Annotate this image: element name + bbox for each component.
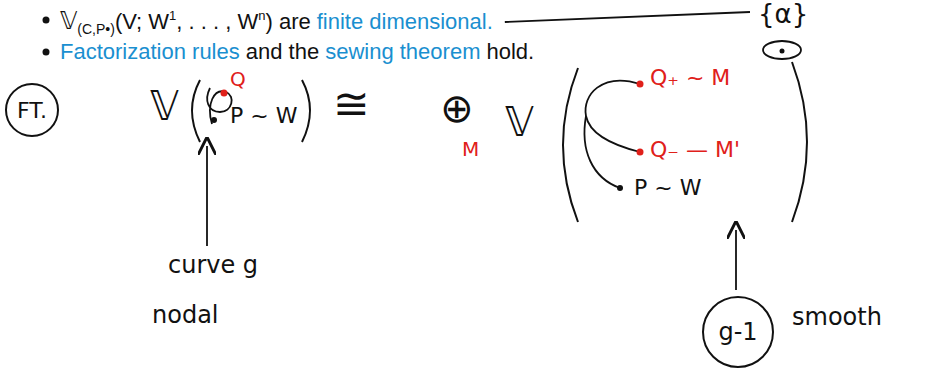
node-point (637, 81, 644, 88)
node-point (221, 90, 228, 97)
pointer-arrow (206, 146, 208, 246)
pointer-arrow (735, 230, 737, 290)
bullet-text: and the (246, 39, 319, 64)
point-label: P ~ W (634, 176, 701, 200)
sum-symbol: ⊕ (440, 86, 474, 130)
bullet-text: (C,P•) (77, 21, 115, 37)
paren (563, 68, 578, 222)
smooth-curve (585, 81, 640, 152)
paren (792, 62, 807, 222)
iso-symbol: ≅ (333, 80, 370, 128)
bullet-text: 𝕍 (60, 7, 77, 35)
annotation: smooth (792, 304, 882, 330)
bullet-text: hold. (486, 39, 534, 64)
bullet-text: finite dimensional. (317, 9, 493, 34)
marked-point (780, 49, 785, 54)
paren (302, 80, 310, 142)
annotation: curve g (168, 252, 258, 278)
nodal-curve (207, 88, 231, 124)
point-label: Q₊ ~ M (650, 66, 730, 90)
smooth-curve (584, 116, 620, 188)
point-name: Q (230, 68, 246, 90)
circled-label: FT. (5, 83, 59, 137)
space-symbol: 𝕍 (505, 100, 534, 144)
point-label: P ~ W (230, 104, 297, 128)
sum-index: M (462, 138, 479, 160)
bullet-text: 1 (169, 8, 176, 23)
bullet-dots (43, 17, 50, 56)
bullet-line: Factorization rulesand thesewing theorem… (60, 39, 534, 65)
marked-point (211, 117, 217, 123)
marked-point (617, 185, 623, 191)
node-point (637, 149, 644, 156)
paren (192, 80, 200, 142)
leader-line (505, 12, 750, 22)
node-text: g-1 (718, 318, 757, 346)
point-label: Q₋ — M' (650, 138, 740, 162)
node-text: FT. (17, 98, 47, 123)
bullet-line: 𝕍(C,P•)(V; W1, . . . , Wn) are finite dim… (60, 7, 493, 38)
annotation: nodal (152, 302, 219, 328)
handwritten-note: {α} (758, 0, 808, 29)
small-curve (763, 41, 801, 59)
bullet-text: ) are (265, 9, 310, 34)
circled-label: g-1 (702, 296, 774, 368)
bullet-text: n (258, 8, 265, 23)
bullet-text: Factorization rules (60, 39, 240, 64)
bullet-text: sewing theorem (325, 39, 480, 64)
space-symbol: 𝕍 (150, 84, 179, 128)
bullet-text: , . . . , W (176, 9, 258, 34)
bullet-text: (V; W (115, 9, 169, 34)
